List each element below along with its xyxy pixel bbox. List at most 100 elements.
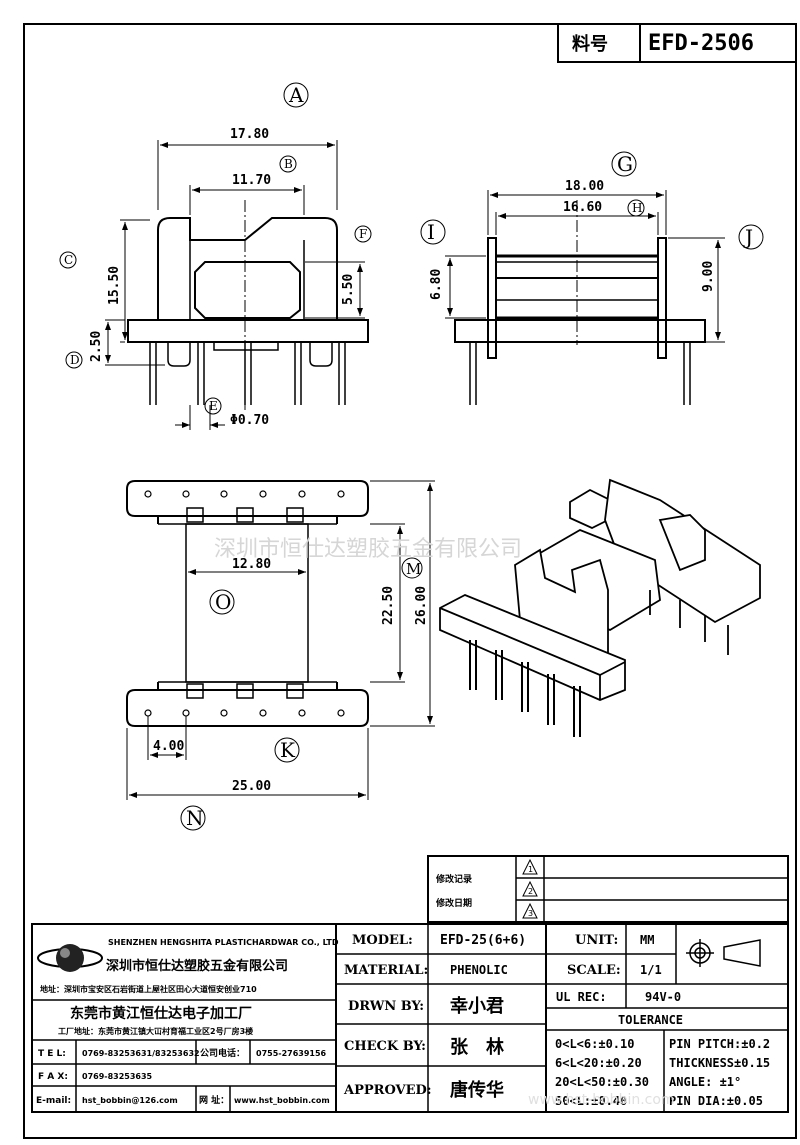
- sheet-border: [23, 23, 797, 1139]
- dim-m-outer: 26.00: [414, 586, 429, 625]
- fax-label: F A X:: [38, 1072, 68, 1082]
- label-m: M: [401, 557, 423, 579]
- svg-text:B: B: [284, 157, 293, 171]
- dim-k-pitch: 4.00: [153, 739, 184, 754]
- watermark-url: www.hst-bobbin.com: [528, 1092, 675, 1108]
- label-n: N: [180, 805, 206, 831]
- dim-g-width: 18.00: [565, 179, 604, 194]
- thickness-tolerance: THICKNESS±0.15: [669, 1056, 770, 1070]
- title-block-grid: [31, 923, 789, 1113]
- revision-mark-2: 2: [528, 887, 533, 896]
- dim-j-height: 9.00: [701, 261, 716, 292]
- check-by-value: 张 林: [450, 1036, 504, 1058]
- tolerance-4: 50<L:±0.40: [555, 1094, 627, 1108]
- dim-a-width: 17.80: [230, 127, 269, 142]
- revision-mark-3: 3: [528, 909, 533, 918]
- web-value[interactable]: www.hst_bobbin.com: [234, 1096, 330, 1105]
- scale-label: SCALE:: [567, 963, 621, 978]
- ul-rec-value: 94V-0: [645, 990, 681, 1004]
- svg-text:F: F: [359, 227, 367, 241]
- unit-label: UNIT:: [575, 933, 618, 948]
- tolerance-label: TOLERANCE: [618, 1013, 683, 1027]
- email-label: E-mail:: [36, 1096, 71, 1106]
- approved-label: APPROVED:: [343, 1083, 432, 1098]
- label-b: B: [279, 155, 297, 173]
- check-by-label: CHECK BY:: [344, 1039, 426, 1054]
- dim-i-height: 6.80: [429, 269, 444, 300]
- svg-text:M: M: [406, 560, 421, 578]
- model-label: MODEL:: [352, 933, 413, 948]
- model-value: EFD-25(6+6): [440, 933, 526, 948]
- part-number: EFD-2506: [648, 31, 754, 56]
- dim-f-height: 5.50: [341, 274, 356, 305]
- fax-value: 0769-83253635: [82, 1072, 153, 1081]
- front-view-dimensions: [105, 140, 365, 430]
- tolerance-1: 0<L<6:±0.10: [555, 1037, 634, 1051]
- dim-m-inner: 22.50: [381, 586, 396, 625]
- factory-address: 工厂地址：东莞市黄江镇大冚村育福工业区2号厂房3楼: [58, 1026, 253, 1036]
- svg-text:I: I: [427, 220, 435, 244]
- dim-pin-diameter: Φ0.70: [230, 413, 269, 428]
- svg-text:E: E: [209, 399, 218, 413]
- pin-dia-tolerance: PIN DIA:±0.05: [669, 1094, 763, 1108]
- company-name-cn: 深圳市恒仕达塑胶五金有限公司: [106, 958, 288, 974]
- company-address: 地址：深圳市宝安区石岩街道上屋社区田心大道恒安创业710: [40, 984, 257, 994]
- approved-value: 唐传华: [450, 1079, 504, 1101]
- isometric-view: [439, 478, 761, 737]
- dim-b-width: 11.70: [232, 173, 271, 188]
- email-value[interactable]: hst_bobbin@126.com: [82, 1096, 178, 1105]
- label-f: F: [354, 225, 372, 243]
- tolerance-2: 6<L<20:±0.20: [555, 1056, 642, 1070]
- dim-h-width: 16.60: [563, 200, 602, 215]
- side-view: [454, 200, 706, 405]
- svg-text:D: D: [70, 353, 80, 367]
- pin-pitch-tolerance: PIN PITCH:±0.2: [669, 1037, 770, 1051]
- revision-mark-1: 1: [528, 865, 533, 874]
- tolerance-3: 20<L<50:±0.30: [555, 1075, 649, 1089]
- unit-value: MM: [640, 933, 654, 947]
- svg-text:C: C: [64, 253, 73, 267]
- label-o: O: [209, 589, 235, 615]
- ul-rec-label: UL REC:: [556, 990, 607, 1004]
- drawn-by-value: 幸小君: [450, 995, 504, 1017]
- company-tel-value: 0755-27639156: [256, 1049, 327, 1058]
- front-view: [127, 200, 369, 410]
- dim-c-height: 15.50: [107, 266, 122, 305]
- scale-value: 1/1: [640, 963, 662, 977]
- code-label: 料号: [572, 33, 608, 55]
- svg-text:A: A: [288, 83, 304, 107]
- dim-d-height: 2.50: [89, 331, 104, 362]
- bottom-view-dimensions: [126, 480, 435, 800]
- bottom-view: [126, 480, 369, 727]
- material-label: MATERIAL:: [344, 963, 428, 978]
- label-c: C: [59, 251, 77, 269]
- revision-block: [427, 855, 789, 923]
- tel-label: T E L:: [38, 1049, 66, 1059]
- svg-text:N: N: [186, 806, 204, 830]
- svg-text:K: K: [280, 738, 296, 762]
- label-k: K: [274, 737, 300, 763]
- svg-text:J: J: [743, 225, 753, 249]
- drawn-by-label: DRWN BY:: [348, 999, 424, 1014]
- dim-n-width: 25.00: [232, 779, 271, 794]
- label-h: H: [627, 199, 645, 217]
- svg-text:O: O: [215, 590, 231, 614]
- label-e: E: [204, 397, 222, 415]
- revision-row1: 修改记录: [435, 873, 472, 885]
- company-name-en: SHENZHEN HENGSHITA PLASTICHARDWAR CO., L…: [108, 938, 339, 947]
- watermark-company: 深圳市恒仕达塑胶五金有限公司: [214, 537, 522, 562]
- tel-value: 0769-83253631/83253632: [82, 1049, 200, 1058]
- material-value: PHENOLIC: [450, 963, 508, 977]
- company-tel-label: 公司电话：: [200, 1047, 245, 1059]
- projection-symbol-icon: [686, 939, 761, 967]
- factory-name-cn: 东莞市黄江恒仕达电子加工厂: [70, 1005, 252, 1022]
- svg-text:H: H: [632, 201, 642, 215]
- header-box: 料号 EFD-2506: [557, 23, 797, 63]
- label-g: G: [611, 151, 637, 177]
- revision-row2: 修改日期: [435, 897, 472, 909]
- company-logo: [37, 944, 103, 972]
- svg-text:G: G: [617, 152, 633, 176]
- label-i: I: [420, 219, 446, 245]
- angle-tolerance: ANGLE: ±1°: [669, 1075, 741, 1089]
